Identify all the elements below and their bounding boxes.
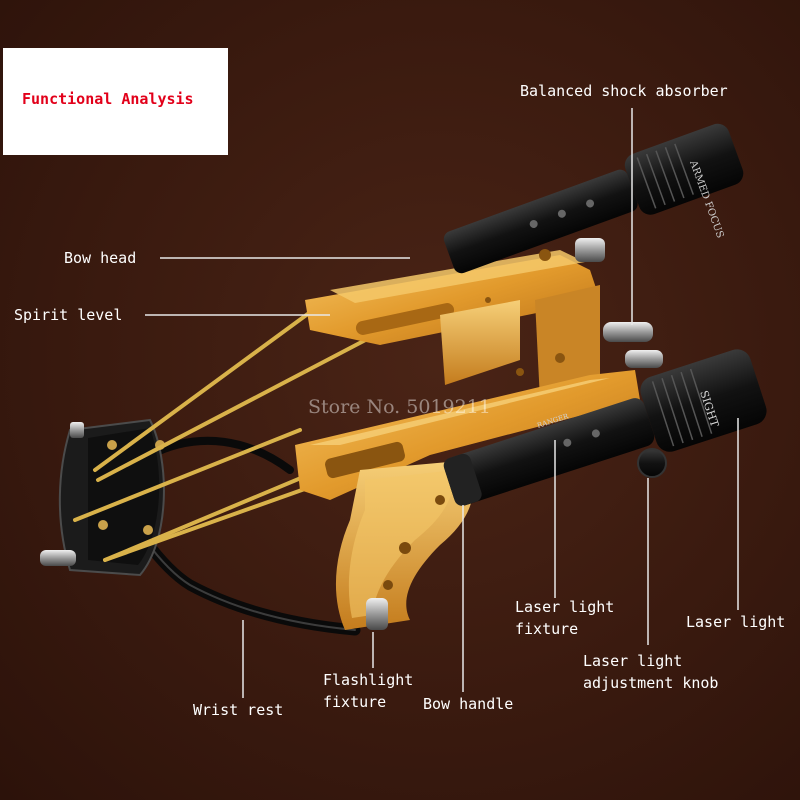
label-balanced-shock-absorber: Balanced shock absorber: [520, 82, 728, 100]
lower-laser: [443, 349, 767, 506]
label-laser-light-adjustment-knob: Laser light adjustment knob: [583, 652, 719, 692]
label-laser-light: Laser light: [686, 613, 786, 631]
heading: Functional Analysis: [22, 90, 194, 108]
label-spirit-level: Spirit level: [14, 306, 123, 324]
rubber-bands: [73, 303, 377, 562]
label-bow-handle: Bow handle: [423, 695, 514, 713]
label-flashlight-fixture: Flashlight fixture: [323, 671, 414, 711]
label-laser-light-fixture: Laser light fixture: [515, 598, 615, 638]
label-bow-head: Bow head: [64, 249, 137, 267]
leader-lines: [145, 108, 739, 698]
label-wrist-rest: Wrist rest: [193, 701, 284, 719]
lower-arm-frame: [295, 370, 640, 500]
laser-adjustment-knob: [637, 448, 667, 478]
upper-laser: [443, 123, 744, 274]
heading-box: Functional Analysis: [3, 48, 228, 155]
store-watermark: Store No. 5019211: [308, 396, 491, 418]
wrist-rest-tube-upper: [146, 436, 294, 474]
